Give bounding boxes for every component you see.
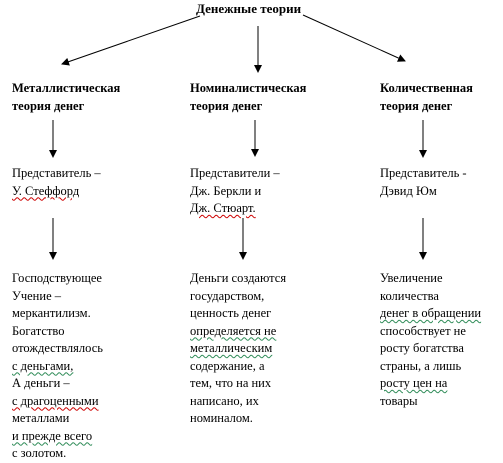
metallist-description-line: с драгоценными: [12, 393, 99, 408]
metallist-heading: Металлистическая теория денег: [12, 80, 120, 115]
metallist-representative: Представитель – У. Стеффорд: [12, 165, 101, 200]
nominalist-description-line: государством,: [190, 288, 265, 303]
nominalist-description-line: написано, их: [190, 393, 259, 408]
metallist-description-line: отождествлялось: [12, 341, 103, 355]
quantity-representative-line-2: Дэвид Юм: [380, 183, 437, 198]
quantity-heading-line-2: теория денег: [380, 98, 453, 113]
quantity-heading: Количественная теория денег: [380, 80, 473, 115]
nominalist-description-line: содержание, а: [190, 358, 265, 373]
quantity-representative: Представитель - Дэвид Юм: [380, 165, 467, 200]
quantity-description-line: страны, а лишь: [380, 358, 462, 373]
metallist-description-line: А деньги –: [12, 376, 70, 390]
nominalist-description-line: Деньги создаются: [190, 271, 287, 285]
quantity-description-line: росту цен на: [380, 376, 448, 390]
quantity-representative-line-1: Представитель -: [380, 166, 467, 180]
nominalist-description-line: металлическим: [190, 341, 273, 355]
nominalist-representative: Представители – Дж. Беркли и Дж. Стюарт.: [190, 165, 280, 218]
nominalist-description-line: номиналом.: [190, 411, 253, 425]
quantity-description-line: денег в обращении: [380, 306, 482, 320]
metallist-representative-line-1: Представитель –: [12, 166, 101, 180]
metallist-representative-line-2: У. Стеффорд: [12, 183, 80, 198]
metallist-description-line: Богатство: [12, 323, 65, 338]
metallist-description-line: с золотом.: [12, 446, 67, 460]
nominalist-description: Деньги создаются государством, ценность …: [190, 270, 286, 428]
metallist-description-line: меркантилизм.: [12, 306, 91, 320]
arrow-root-to-quantity: [302, 14, 406, 62]
quantity-description-line: товары: [380, 393, 418, 408]
metallist-description-line: с деньгами,: [12, 358, 74, 373]
nominalist-representative-line-3: Дж. Стюарт.: [190, 201, 256, 215]
quantity-description: Увеличение количества денег в обращении …: [380, 270, 481, 410]
metallist-heading-line-1: Металлистическая: [12, 81, 121, 95]
metallist-description-line: Господствующее: [12, 271, 102, 285]
nominalist-description-line: тем, что на них: [190, 376, 272, 390]
quantity-description-line: Увеличение: [380, 271, 443, 285]
nominalist-heading-line-2: теория денег: [190, 98, 263, 113]
nominalist-heading-line-1: Номиналистическая: [190, 81, 307, 95]
metallist-description: Господствующее Учение – меркантилизм. Бо…: [12, 270, 103, 463]
root-title: Денежные теории: [196, 1, 302, 16]
quantity-description-line: количества: [380, 288, 439, 303]
nominalist-heading: Номиналистическая теория денег: [190, 80, 306, 115]
nominalist-description-line: ценность денег: [190, 306, 272, 320]
quantity-heading-line-1: Количественная: [380, 81, 473, 95]
quantity-description-line: способствует не: [380, 323, 466, 338]
metallist-description-line: и прежде всего: [12, 428, 93, 443]
metallist-heading-line-2: теория денег: [12, 98, 85, 113]
nominalist-description-line: определяется не: [190, 323, 277, 338]
metallist-description-line: металлами: [12, 411, 70, 425]
nominalist-representative-line-2: Дж. Беркли и: [190, 183, 262, 198]
metallist-description-line: Учение –: [12, 288, 61, 303]
arrow-root-to-metallist: [61, 15, 201, 66]
nominalist-representative-line-1: Представители –: [190, 166, 280, 180]
quantity-description-line: росту богатства: [380, 341, 464, 355]
